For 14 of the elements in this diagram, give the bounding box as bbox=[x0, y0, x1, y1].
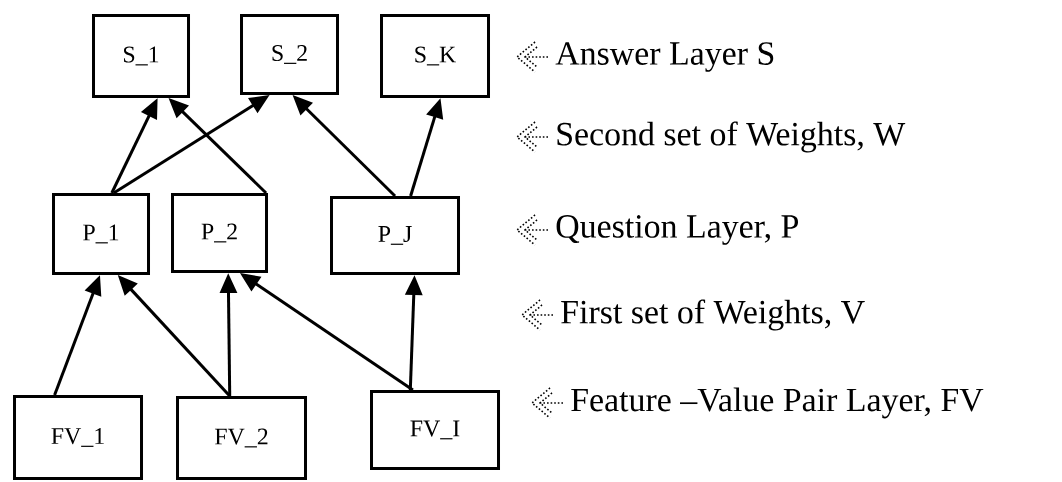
layer-box: S_K bbox=[380, 14, 490, 98]
layer-box: P_1 bbox=[52, 193, 150, 275]
layer-box: P_2 bbox=[171, 193, 268, 273]
layer-box: S_2 bbox=[240, 14, 339, 95]
layer-label: First set of Weights, V bbox=[561, 299, 865, 331]
layer-box: FV_I bbox=[370, 390, 500, 470]
layer-box: S_1 bbox=[92, 14, 190, 98]
layer-box: FV_2 bbox=[176, 396, 307, 480]
layer-label: Answer Layer S bbox=[555, 42, 774, 72]
layer-label: Second set of Weights, W bbox=[557, 121, 906, 153]
layer-label: Feature –Value Pair Layer, FV bbox=[571, 387, 984, 419]
layer-box: P_J bbox=[330, 196, 460, 275]
layer-label: Question Layer, P bbox=[556, 215, 798, 245]
layer-box: FV_1 bbox=[13, 395, 143, 480]
